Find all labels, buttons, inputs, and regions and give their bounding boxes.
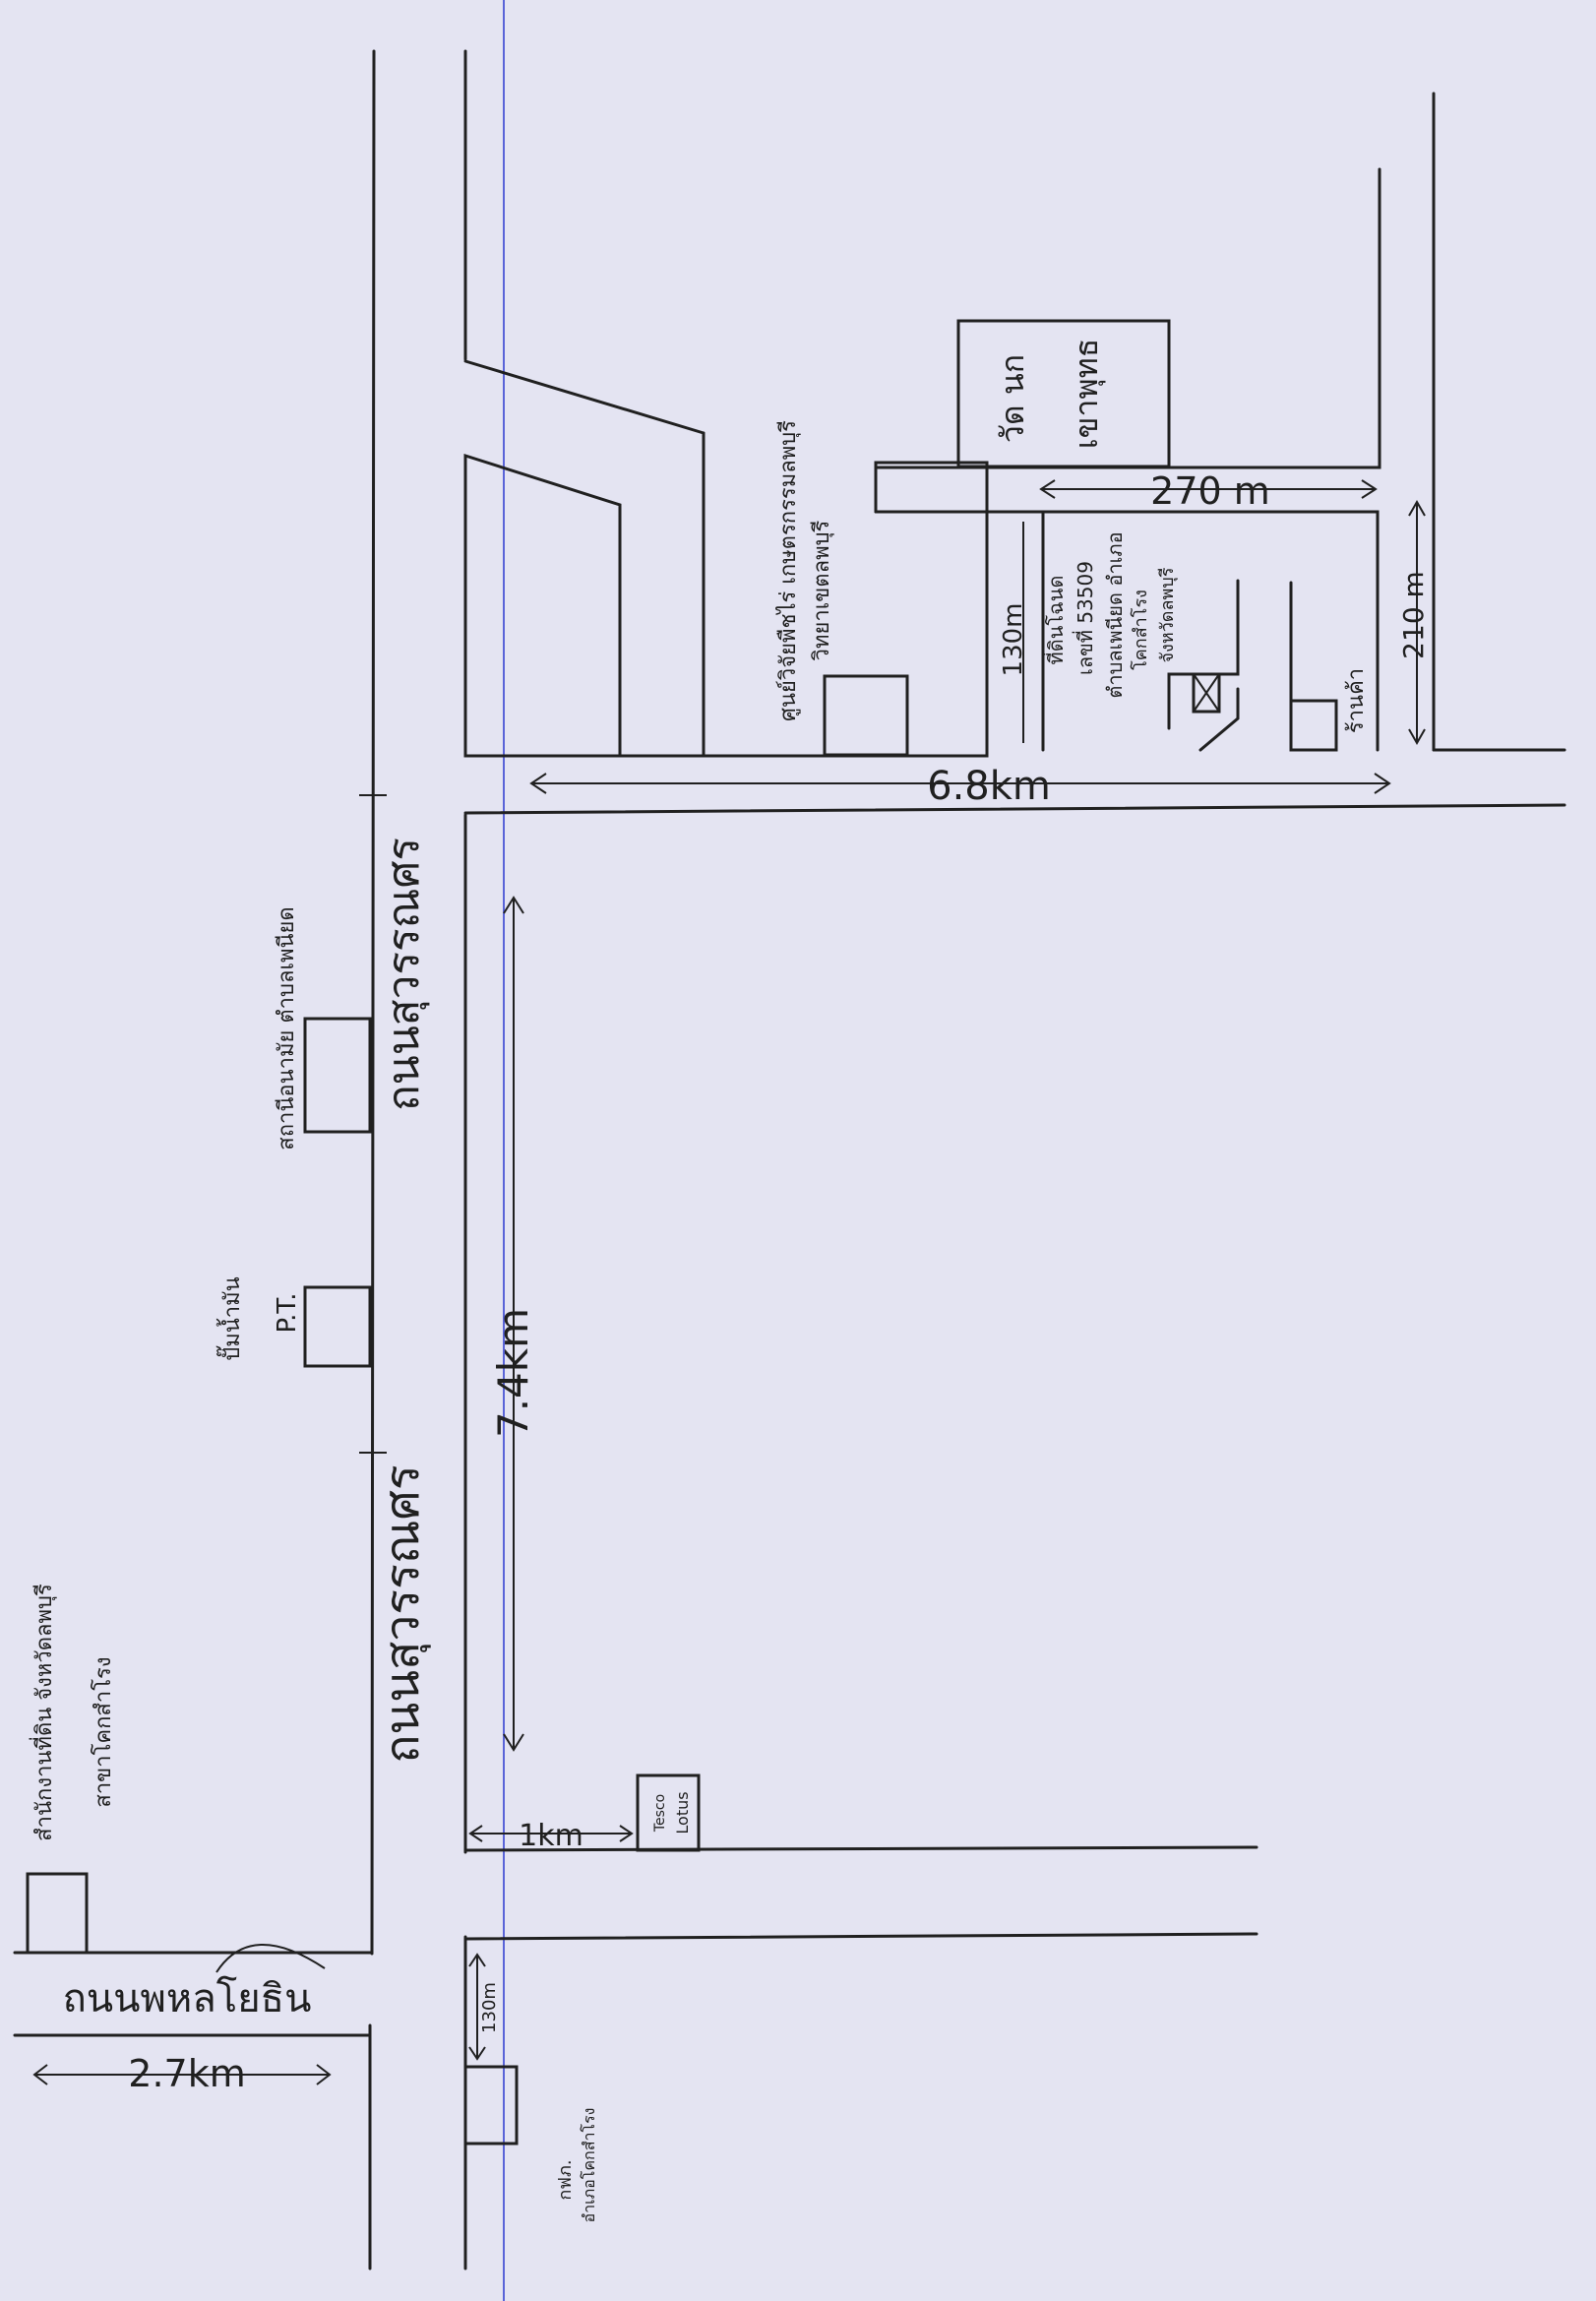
target-label-line5: จังหวัดลพบุรี — [1157, 567, 1178, 662]
tesco-label-line1: Tesco — [652, 1794, 668, 1833]
highway-west-edge — [370, 49, 376, 1956]
pt-station-building — [303, 1285, 372, 1368]
distance-label-210m: 210 m — [1397, 571, 1430, 659]
distance-label-7-4km: 7.4km — [489, 1308, 537, 1438]
distance-arrow-130m-south — [468, 1953, 486, 2061]
distance-label-270m: 270 m — [1150, 469, 1270, 513]
highway-label-south: ถนนสุวรรณศร — [375, 1464, 431, 1763]
distance-arrow-2-7km — [32, 2064, 332, 2085]
shop-label: ร้านค้า — [1344, 668, 1369, 733]
target-label-line4: โคกสำโรง — [1130, 590, 1151, 670]
temple-label-line1: วัด นก — [994, 354, 1031, 443]
land-office-label-line1: สำนักงานที่ดิน จังหวัดลพบุรี — [29, 1584, 57, 1841]
inner-lane-right — [1198, 687, 1240, 752]
shop-building — [1289, 699, 1338, 752]
pt-station-label-line2: P.T. — [273, 1293, 302, 1334]
diagonal-road-upper — [463, 359, 706, 435]
agri-label-line1: ศูนย์วิจัยพืชไร่ เกษตรกรรมลพบุรี — [775, 420, 801, 721]
distance-label-6-8km: 6.8km — [927, 764, 1051, 809]
agri-building — [823, 674, 909, 757]
main-crossroad-north-edge — [463, 461, 989, 758]
temple-road-upper — [874, 167, 1381, 469]
tesco-building — [636, 1773, 701, 1852]
distance-arrow-7-4km — [503, 896, 524, 1752]
distance-label-130m-south: 130m — [479, 1982, 500, 2033]
target-label-line2: เลขที่ 53509 — [1072, 561, 1097, 675]
main-crossroad-south-edge — [463, 803, 1566, 815]
triangle-plot — [463, 453, 622, 758]
target-label-line1: ที่ดินโฉนด — [1042, 576, 1068, 665]
phahon-road-label: ถนนพหลโยธิน — [63, 1976, 312, 2021]
health-center-building — [303, 1017, 372, 1134]
highway-label-north: ถนนสุวรรณศร — [379, 838, 430, 1111]
distance-arrow-1km — [468, 1825, 634, 1842]
distance-label-1km: 1km — [519, 1819, 583, 1853]
tesco-road-south-edge — [463, 1932, 1258, 1941]
distance-label-2-7km: 2.7km — [128, 2052, 245, 2095]
health-center-label: สถานีอนามัย ตำบลเพนียด — [275, 906, 299, 1150]
distance-label-130m-north: 130m — [999, 603, 1028, 677]
target-plot-marker — [1192, 672, 1221, 714]
temple-label-line2: เขาพุทธ — [1068, 339, 1106, 450]
agri-label-line2: วิทยาเขตลพบุรี — [810, 520, 834, 661]
land-office-label-line2: สาขาโคกสำโรง — [91, 1656, 116, 1807]
pea-building — [463, 2065, 519, 2146]
target-block-outline — [1041, 510, 1380, 752]
target-plot-cross-2 — [1193, 673, 1220, 713]
distance-arrow-270m — [1039, 479, 1378, 499]
pea-label-line2: อำเภอโคกสำโรง — [580, 2108, 598, 2223]
tesco-label-line2: Lotus — [673, 1791, 692, 1834]
distance-arrow-210m — [1408, 499, 1426, 746]
pt-station-label-line1: ปั๊มน้ำมัน — [215, 1276, 245, 1360]
pea-label-line1: กฟภ. — [555, 2159, 576, 2200]
distance-arrow-6-8km — [529, 773, 1391, 794]
phahon-road-curve — [215, 1944, 326, 1973]
temple-building — [956, 319, 1171, 468]
target-label-line3: ตำบลเพนียด อำเภอ — [1103, 531, 1127, 698]
inner-lane-left — [1167, 579, 1240, 730]
tesco-road-north-edge — [463, 1845, 1258, 1852]
land-office-building — [26, 1872, 89, 1955]
